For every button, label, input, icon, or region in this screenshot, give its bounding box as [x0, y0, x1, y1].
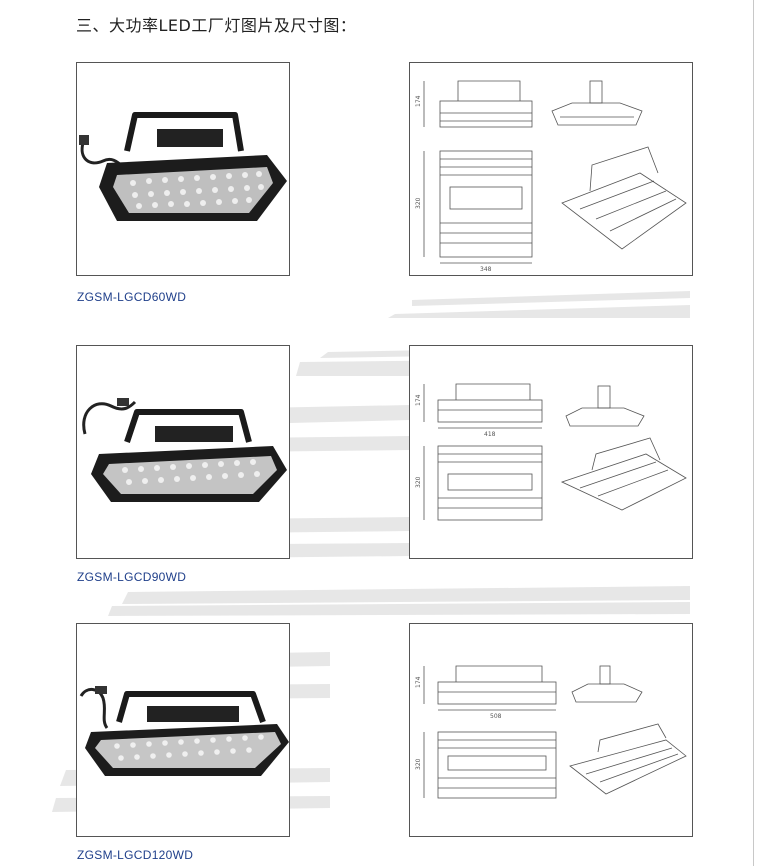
dimension-drawing: 174 320 348	[415, 80, 687, 273]
dim-height-1: 174	[415, 95, 422, 107]
page-edge-rule	[753, 0, 754, 866]
product-photo-frame-3	[76, 623, 290, 837]
led-floodlight-photo	[82, 398, 287, 502]
model-label-3: ZGSM-LGCD120WD	[77, 848, 194, 862]
dim-height-2: 174	[415, 394, 422, 406]
model-label-2: ZGSM-LGCD90WD	[77, 570, 187, 584]
dimension-drawing: 174 320 508	[415, 665, 687, 799]
section-heading: 三、大功率LED工厂灯图片及尺寸图：	[76, 16, 357, 35]
dim-width-3: 508	[490, 713, 502, 720]
dim-width-2: 418	[484, 431, 496, 438]
led-floodlight-photo	[79, 686, 289, 776]
dimension-drawing-frame-1: 174 320 348	[409, 62, 693, 276]
dim-width-1: 348	[480, 266, 492, 273]
dim-depth-1: 320	[415, 197, 422, 209]
dim-height-3: 174	[415, 676, 422, 688]
dimension-drawing-frame-3: 174 320 508	[409, 623, 693, 837]
dim-depth-3: 320	[415, 758, 422, 770]
dimension-drawing: 174 320 418	[415, 383, 687, 521]
model-label-1: ZGSM-LGCD60WD	[77, 290, 187, 304]
dimension-drawing-frame-2: 174 320 418	[409, 345, 693, 559]
led-floodlight-photo	[79, 112, 287, 221]
dim-depth-2: 320	[415, 476, 422, 488]
product-photo-frame-2	[76, 345, 290, 559]
product-photo-frame-1	[76, 62, 290, 276]
